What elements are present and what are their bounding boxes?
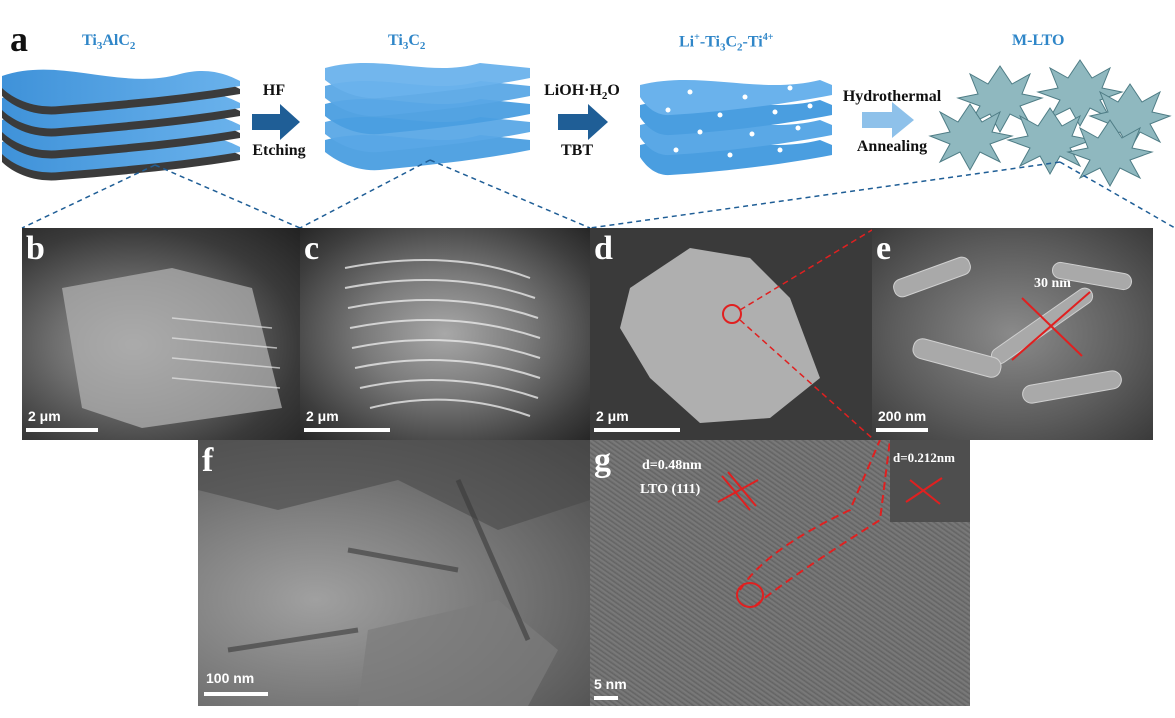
panel-g-scale-text: 5 nm <box>594 676 627 692</box>
step3-top: Hydrothermal <box>842 88 942 105</box>
connector-lines <box>21 159 1175 229</box>
panel-e-annotation: 30 nm <box>1034 276 1071 291</box>
panel-d-scalebar <box>594 428 680 432</box>
panel-e-scalebar <box>876 428 928 432</box>
step2-bottom: TBT <box>560 142 593 159</box>
panel-b-scale-text: 2 μm <box>28 408 61 424</box>
label-ti3alc2: Ti3AlC2 <box>82 32 136 53</box>
panel-g-scalebar <box>594 696 618 700</box>
arrow-1 <box>252 104 300 140</box>
panel-d-letter: d <box>594 230 613 267</box>
label-m-lto: M-LTO <box>1012 32 1065 49</box>
panel-d-scale-text: 2 μm <box>596 408 629 424</box>
panel-f-tem: f 100 nm <box>198 440 590 706</box>
panel-g-d-spacing-1: d=0.48nm <box>642 458 702 473</box>
panel-c-sem: c 2 μm <box>300 228 590 440</box>
panel-g-hrtem: g d=0.48nm LTO (111) d=0.212nm 5 nm <box>590 440 970 706</box>
panel-f-letter: f <box>202 442 214 479</box>
panel-e-sem: e 30 nm 200 nm <box>872 228 1153 440</box>
panel-g-plane: LTO (111) <box>640 482 701 497</box>
panel-e-letter: e <box>876 230 892 267</box>
panel-c-scalebar <box>304 428 390 432</box>
label-ti3c2: Ti3C2 <box>388 32 426 53</box>
panel-g-letter: g <box>594 442 611 479</box>
panel-b-letter: b <box>26 230 45 267</box>
panel-b-sem: b 2 μm <box>22 228 300 440</box>
panel-e-scale-text: 200 nm <box>878 408 927 424</box>
panel-g-d-spacing-2: d=0.212nm <box>893 450 955 465</box>
m-lto-cluster <box>928 59 1172 188</box>
panel-d-sem: d 2 μm <box>590 228 872 440</box>
panel-a-schematic <box>2 59 1175 229</box>
step2-top: LiOH·H2O <box>544 82 620 103</box>
step1-bottom: Etching <box>252 142 306 159</box>
panel-c-letter: c <box>304 230 320 267</box>
panel-f-scale-text: 100 nm <box>206 670 255 686</box>
step3-bottom: Annealing <box>856 138 928 155</box>
panel-f-scalebar <box>204 692 268 696</box>
panel-c-scale-text: 2 μm <box>306 408 339 424</box>
label-li-ti3c2-ti4: Li+-Ti3C2-Ti4+ <box>679 32 774 54</box>
ti3alc2-stack <box>2 69 240 181</box>
ti3c2-stack <box>325 63 530 171</box>
arrow-3 <box>862 102 914 138</box>
arrow-2 <box>558 104 608 140</box>
panel-b-scalebar <box>26 428 98 432</box>
li-ti3c2-stack <box>640 80 832 176</box>
panel-a-letter: a <box>10 19 28 59</box>
step1-top: HF <box>262 82 286 99</box>
